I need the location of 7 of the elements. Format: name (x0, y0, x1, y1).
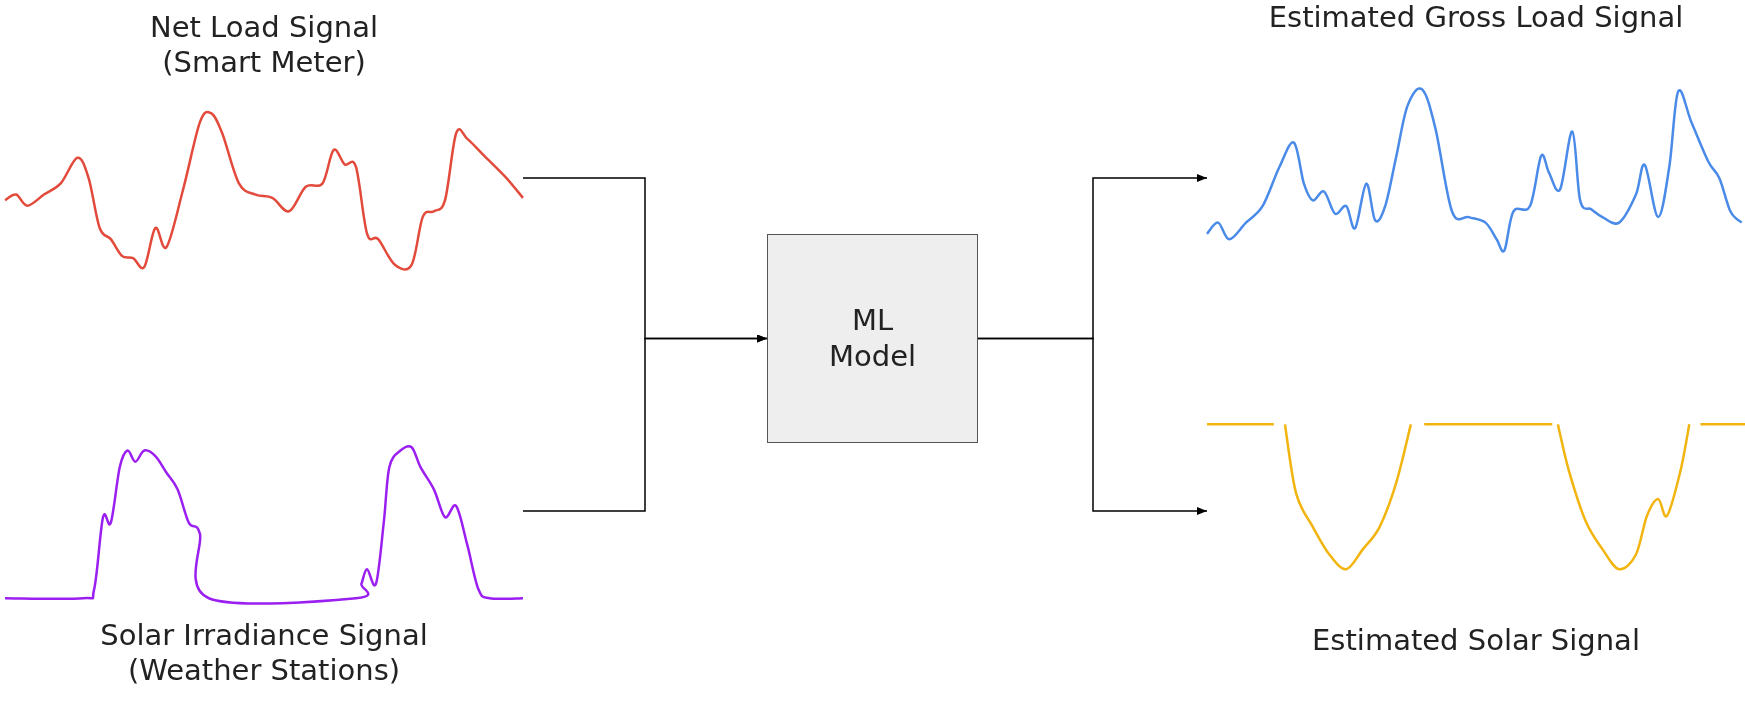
arrow (522, 334, 768, 512)
signal-title: Net Load Signal (Smart Meter) (149, 10, 379, 81)
signal-title: Solar Irradiance Signal (Weather Stations) (99, 618, 429, 689)
signal-title: Estimated Solar Signal (1311, 623, 1641, 659)
arrow (977, 337, 1208, 515)
signal-title: Estimated Gross Load Signal (1267, 0, 1685, 36)
process-box: ML Model (767, 234, 978, 443)
